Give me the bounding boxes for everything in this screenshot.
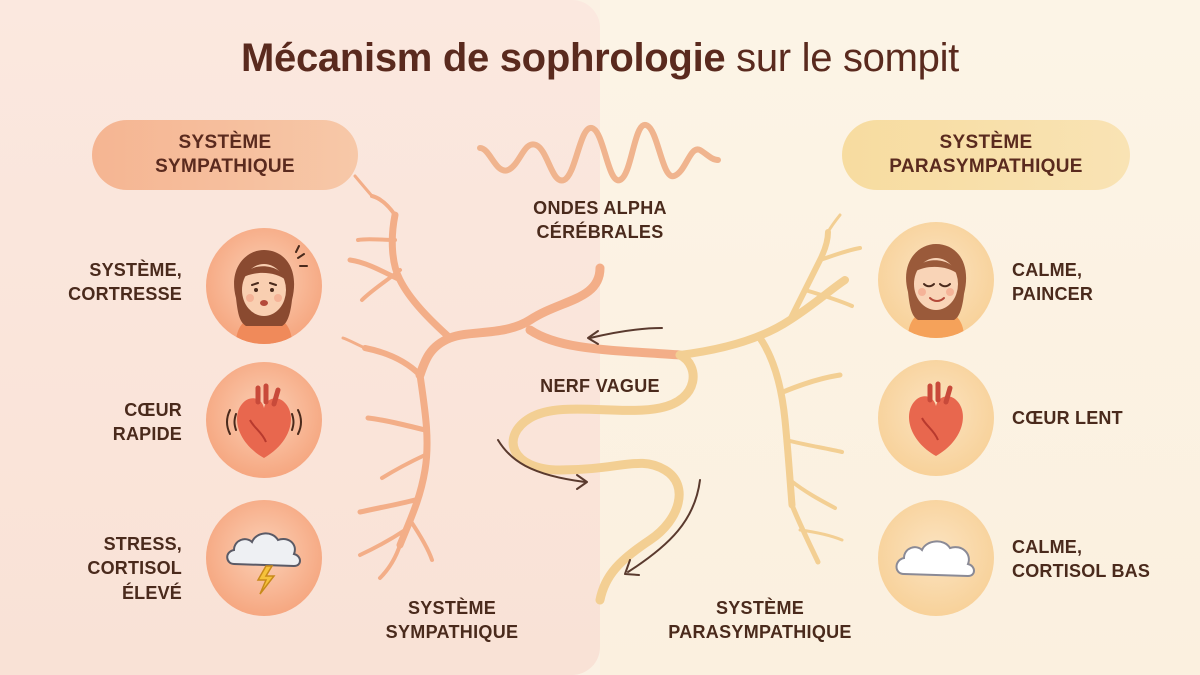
- flow-arrow: [497, 439, 586, 483]
- parasympathetic-bottom-label: SYSTÈME PARASYMPATHIQUE: [668, 598, 852, 643]
- sympathetic-bottom-label: SYSTÈME SYMPATHIQUE: [385, 598, 519, 643]
- heart-icon: [878, 360, 994, 476]
- sympathetic-pill-label: SYSTÈME SYMPATHIQUE: [155, 132, 295, 177]
- parasympathetic-pill: SYSTÈME PARASYMPATHIQUE: [842, 120, 1130, 190]
- stress-label: SYSTÈME, CORTRESSE: [68, 260, 182, 305]
- slow-heart-label: CŒUR LENT: [1012, 408, 1123, 428]
- low-cortisol-label: CALME, CORTISOL BAS: [1012, 537, 1151, 582]
- racing-heart-icon: [206, 362, 322, 478]
- flow-arrow: [589, 327, 663, 339]
- fast-heart-label: CŒUR RAPIDE: [112, 400, 182, 445]
- alpha-waves-label: ONDES ALPHA CÉRÉBRALES: [533, 198, 667, 243]
- vagus-nerve-label: NERF VAGUE: [540, 376, 660, 396]
- title-bold: Mécanism de sophrologie: [241, 36, 726, 80]
- calm-label: CALME, PAINCER: [1012, 260, 1094, 305]
- alpha-wave: [477, 122, 721, 184]
- cloud-icon: [878, 500, 994, 616]
- parasympathetic-pill-label: SYSTÈME PARASYMPATHIQUE: [889, 132, 1083, 177]
- sympathetic-nerve-tree: [341, 174, 685, 580]
- calm-face-icon: [878, 222, 994, 338]
- anxious-face-icon: [206, 228, 322, 344]
- sympathetic-pill: SYSTÈME SYMPATHIQUE: [92, 120, 358, 190]
- parasympathetic-nerve-tree: [508, 213, 862, 605]
- flow-arrow: [627, 479, 701, 573]
- title-rest: sur le sompit: [725, 36, 959, 80]
- page-title: Mécanism de sophrologie sur le sompit: [0, 36, 1200, 81]
- storm-cloud-icon: [206, 500, 322, 616]
- high-cortisol-label: STRESS, CORTISOL ÉLEVÉ: [87, 534, 182, 603]
